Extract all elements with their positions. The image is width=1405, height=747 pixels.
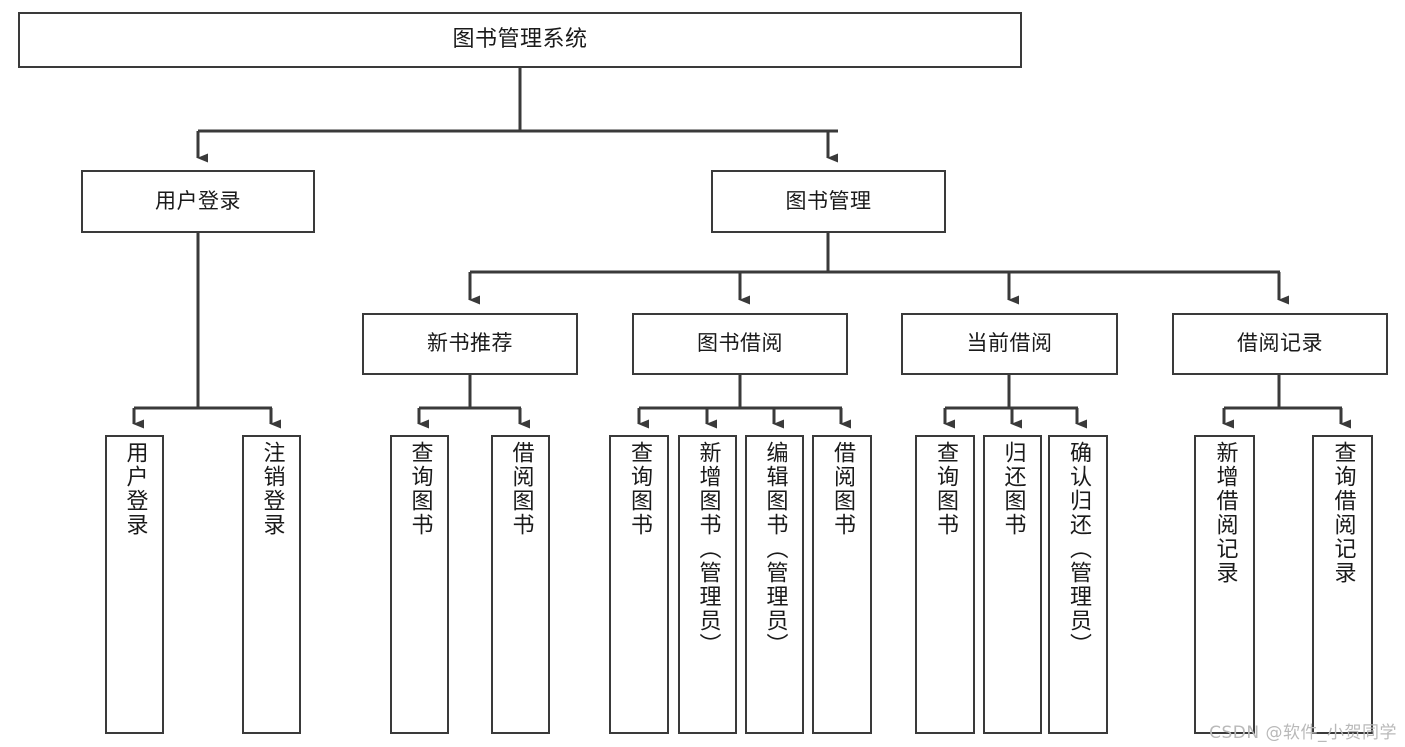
leaf-borrow-record-add[interactable]: 新增借阅记录	[1194, 435, 1255, 734]
node-label: 查询图书	[407, 441, 433, 537]
node-new-book-recommend[interactable]: 新书推荐	[362, 313, 578, 375]
node-label: 借阅图书	[508, 441, 534, 537]
node-label: 编辑图书（管理员）	[762, 441, 788, 657]
node-label: 当前借阅	[966, 331, 1053, 356]
node-book-management[interactable]: 图书管理	[711, 170, 946, 233]
leaf-current-borrow-return[interactable]: 归还图书	[983, 435, 1042, 734]
node-borrow-records[interactable]: 借阅记录	[1172, 313, 1388, 375]
node-label: 图书借阅	[697, 331, 783, 356]
node-label: 借阅图书	[830, 441, 855, 537]
node-label: 查询借阅记录	[1330, 441, 1356, 585]
node-label: 借阅记录	[1237, 331, 1323, 356]
node-label: 新书推荐	[427, 331, 513, 356]
node-label: 用户登录	[155, 188, 241, 213]
leaf-new-book-borrow[interactable]: 借阅图书	[491, 435, 550, 734]
node-book-borrow[interactable]: 图书借阅	[632, 313, 848, 375]
node-label: 注销登录	[259, 441, 285, 537]
leaf-current-borrow-query[interactable]: 查询图书	[915, 435, 975, 734]
node-root-system[interactable]: 图书管理系统	[18, 12, 1022, 68]
leaf-book-borrow-query[interactable]: 查询图书	[609, 435, 669, 734]
node-label: 图书管理系统	[452, 26, 588, 52]
leaf-borrow-record-query[interactable]: 查询借阅记录	[1312, 435, 1373, 734]
node-user-login[interactable]: 用户登录	[81, 170, 315, 233]
node-label: 新增借阅记录	[1212, 441, 1238, 585]
leaf-new-book-query[interactable]: 查询图书	[390, 435, 449, 734]
leaf-book-borrow-lend[interactable]: 借阅图书	[812, 435, 872, 734]
node-current-borrow[interactable]: 当前借阅	[901, 313, 1118, 375]
leaf-book-borrow-add[interactable]: 新增图书（管理员）	[678, 435, 737, 734]
watermark-credit: CSDN @软件_小贺同学	[1209, 723, 1397, 743]
leaf-user-login-login[interactable]: 用户登录	[105, 435, 164, 734]
node-label: 图书管理	[785, 188, 872, 213]
leaf-current-borrow-confirm-return[interactable]: 确认归还（管理员）	[1048, 435, 1108, 734]
node-label: 归还图书	[1000, 441, 1026, 537]
node-label: 查询图书	[627, 441, 652, 537]
node-label: 确认归还（管理员）	[1066, 441, 1091, 657]
node-label: 新增图书（管理员）	[695, 441, 721, 657]
leaf-book-borrow-edit[interactable]: 编辑图书（管理员）	[745, 435, 804, 734]
node-label: 查询图书	[933, 441, 958, 537]
node-label: 用户登录	[122, 441, 148, 537]
leaf-user-login-logout[interactable]: 注销登录	[242, 435, 301, 734]
